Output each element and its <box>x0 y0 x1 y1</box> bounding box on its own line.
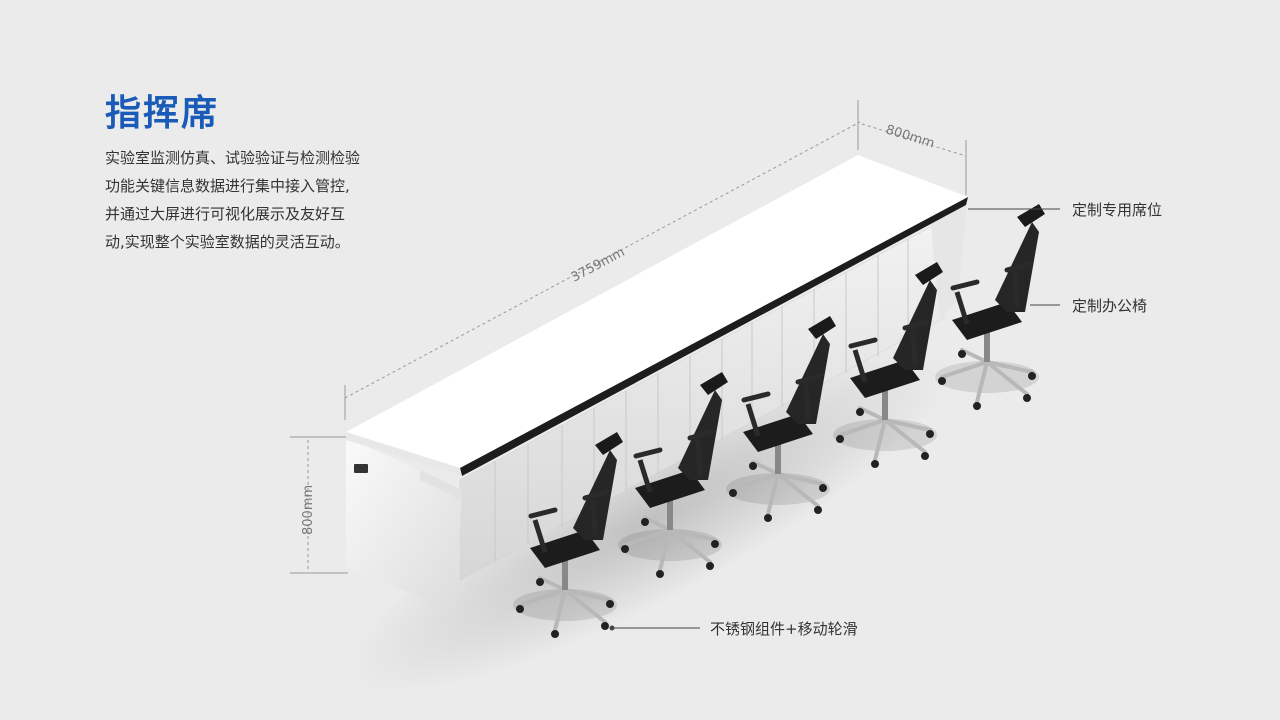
depth-dimension-label: 800mm <box>884 122 936 151</box>
office-chairs <box>513 204 1045 638</box>
office-chair <box>513 432 623 638</box>
description-line: 功能关键信息数据进行集中接入管控, <box>105 177 350 195</box>
description-line: 并通过大屏进行可视化展示及友好互 <box>105 205 346 223</box>
description-line: 实验室监测仿真、试验验证与检测检验 <box>105 149 361 167</box>
caster-marker <box>609 625 615 631</box>
office-chair <box>833 262 943 468</box>
console-desk <box>346 155 968 612</box>
chair-callout-label: 定制办公椅 <box>1072 297 1148 315</box>
office-chair <box>726 316 836 522</box>
office-chair <box>618 372 728 578</box>
height-dimension-label: 800mm <box>301 485 316 535</box>
description-line: 动,实现整个实验室数据的灵活互动。 <box>105 233 350 251</box>
office-chair <box>935 204 1045 410</box>
callout-lines <box>612 208 1060 629</box>
socket-icon <box>354 464 368 473</box>
description: 实验室监测仿真、试验验证与检测检验 功能关键信息数据进行集中接入管控, 并通过大… <box>105 144 405 256</box>
page-title: 指挥席 <box>105 93 220 134</box>
length-dimension-label: 3759mm <box>569 245 628 286</box>
dimension-lines <box>290 100 967 574</box>
seat-callout-label: 定制专用席位 <box>1072 201 1163 219</box>
casters-callout-label: 不锈钢组件+移动轮滑 <box>710 620 858 638</box>
